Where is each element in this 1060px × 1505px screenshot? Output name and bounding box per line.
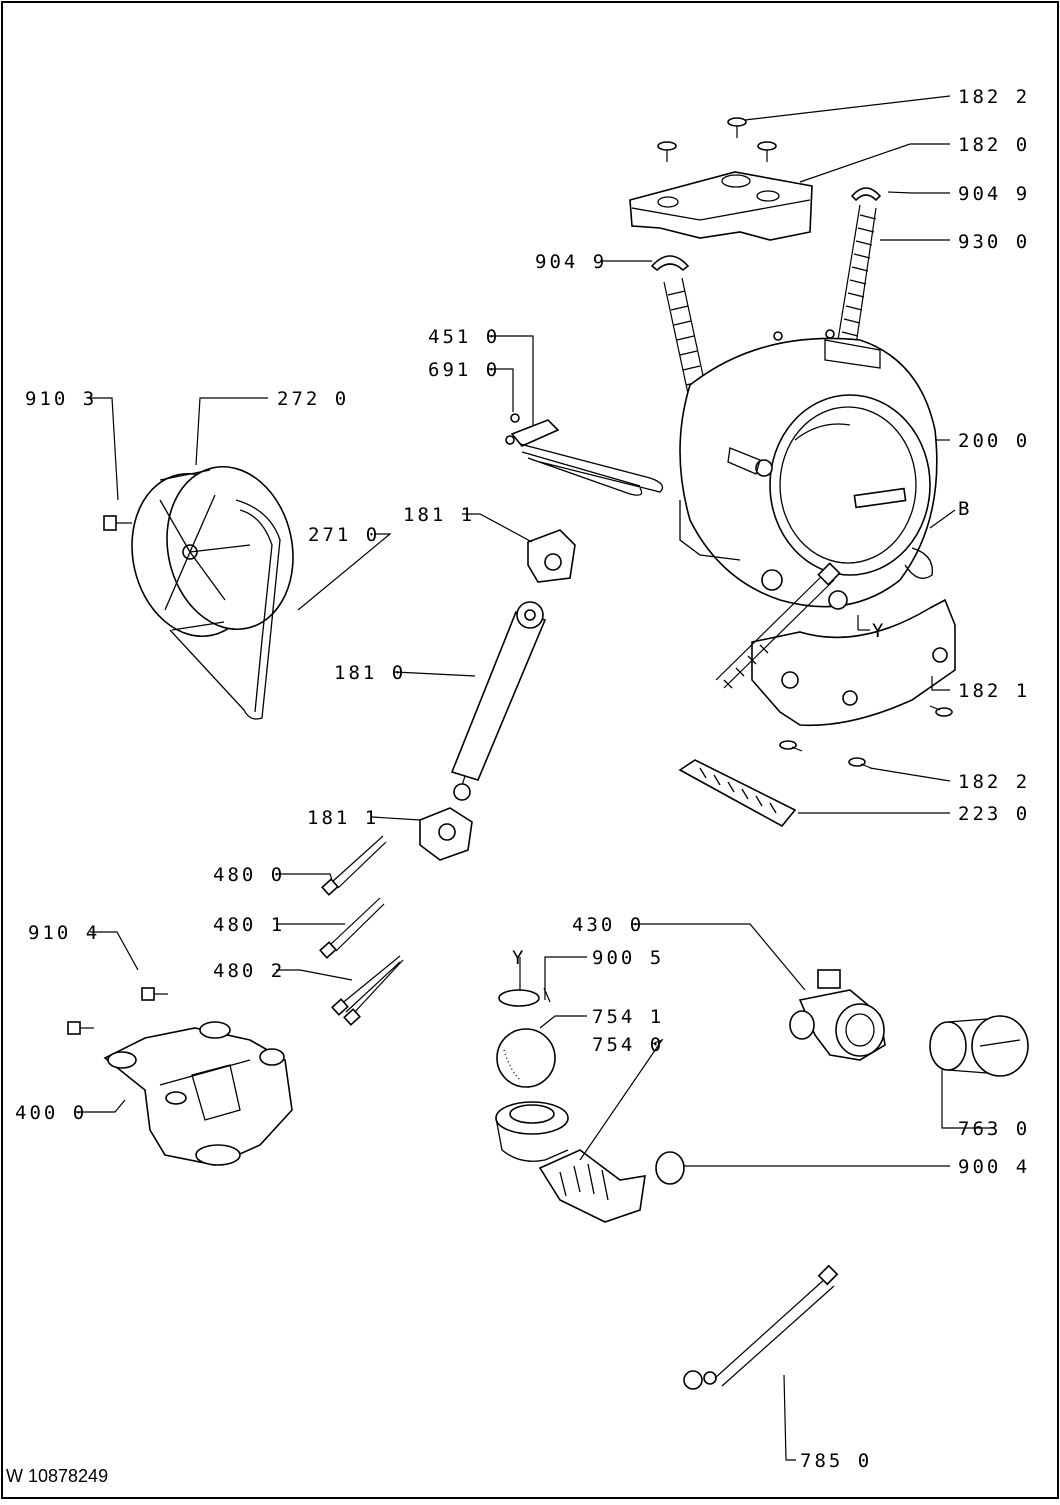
callout-754-0: 754 0 — [592, 1034, 664, 1056]
drive-motor — [103, 1021, 293, 1166]
callout-910-4: 910 4 — [28, 922, 100, 944]
callout-223-0: 223 0 — [958, 803, 1030, 825]
callout-271-0: 271 0 — [308, 524, 380, 546]
document-id: W 10878249 — [6, 1466, 108, 1486]
callout-910-3: 910 3 — [25, 388, 97, 410]
shock-absorber — [450, 601, 547, 801]
hose-clamp-900-4 — [655, 1151, 685, 1185]
callout-480-0: 480 0 — [213, 864, 285, 886]
callout-labels: 182 2 182 0 904 9 930 0 904 9 451 0 691 … — [15, 86, 1030, 1472]
callout-430-0: 430 0 — [572, 914, 644, 936]
callout-900-5: 900 5 — [592, 947, 664, 969]
heater-nut — [510, 413, 520, 423]
callout-272-0: 272 0 — [277, 388, 349, 410]
shock-mount-bottom — [419, 807, 473, 861]
pulley-screw — [103, 515, 132, 531]
inlet-hose — [683, 562, 841, 1390]
spring-clip-left — [650, 255, 690, 272]
callout-B: B — [958, 498, 972, 520]
callout-Y-ring: Y — [512, 947, 526, 969]
callout-900-4: 900 4 — [958, 1156, 1030, 1178]
drive-belt-inner — [239, 509, 273, 713]
wash-tub — [679, 329, 938, 631]
callout-451-0: 451 0 — [428, 326, 500, 348]
callout-904-9-right: 904 9 — [958, 183, 1030, 205]
callout-182-2-top: 182 2 — [958, 86, 1030, 108]
sump-hose-754-0 — [495, 1101, 646, 1223]
callout-Y-tub: Y — [872, 620, 886, 642]
drum-pulley — [131, 465, 294, 638]
drain-pump — [789, 969, 886, 1061]
motor-bolt-480-0 — [321, 835, 387, 896]
front-counterweight — [751, 598, 956, 727]
callout-480-1: 480 1 — [213, 914, 285, 936]
seal-ring-900-5 — [498, 989, 540, 1007]
callout-182-2-bottom: 182 2 — [958, 771, 1030, 793]
callout-904-9-left: 904 9 — [535, 251, 607, 273]
spring-clip-right — [850, 187, 882, 202]
callout-785-0: 785 0 — [800, 1450, 872, 1472]
callout-754-1: 754 1 — [592, 1006, 664, 1028]
callout-181-1-bottom: 181 1 — [307, 807, 379, 829]
motor-screws — [67, 987, 168, 1035]
callout-182-0: 182 0 — [958, 134, 1030, 156]
heater-element — [505, 419, 664, 496]
top-cover-plate — [629, 171, 813, 241]
pump-filter — [929, 1015, 1029, 1077]
callout-182-1: 182 1 — [958, 680, 1030, 702]
shock-mount-top — [527, 529, 576, 583]
motor-bolt-480-1 — [319, 897, 385, 959]
ball-float-754-1 — [496, 1028, 556, 1088]
leader-lines — [76, 95, 995, 1461]
motor-bolts-480-2 — [331, 955, 404, 1026]
callout-181-1-top: 181 1 — [403, 504, 475, 526]
callout-763-0: 763 0 — [958, 1118, 1030, 1140]
callout-930-0: 930 0 — [958, 231, 1030, 253]
counterweight-screws — [779, 705, 953, 769]
callout-691-0: 691 0 — [428, 359, 500, 381]
suspension-spring-right — [837, 204, 877, 346]
callout-181-0: 181 0 — [334, 662, 406, 684]
screw-top-group — [657, 117, 777, 162]
callout-400-0: 400 0 — [15, 1102, 87, 1124]
callout-480-2: 480 2 — [213, 960, 285, 982]
callout-200-0: 200 0 — [958, 430, 1030, 452]
drive-belt — [169, 499, 281, 720]
cable-harness-clip — [678, 759, 797, 828]
